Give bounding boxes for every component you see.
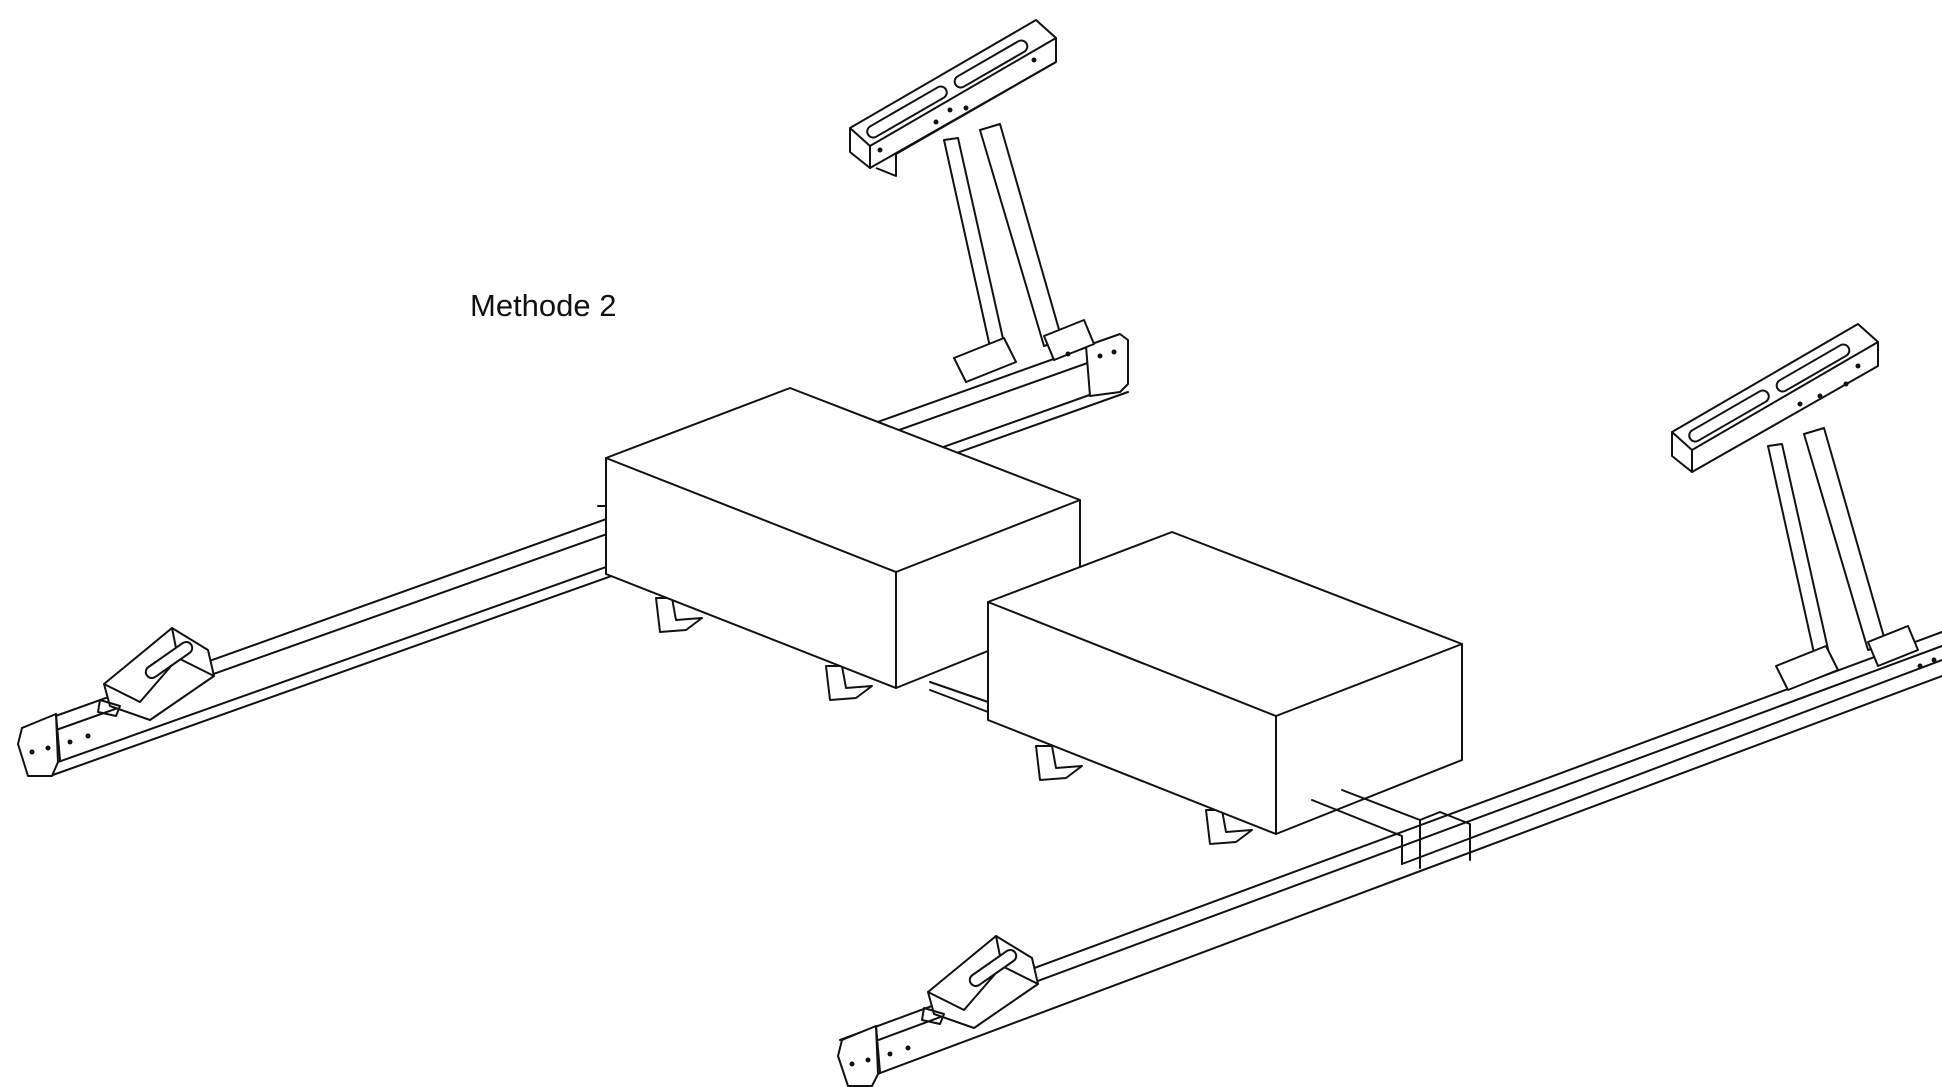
appliance-box-1 [597,387,1081,701]
appliance-box-2 [987,531,1463,845]
right-floor-foot-bracket [921,935,1039,1029]
left-wall-bracket [849,19,1095,383]
center-connecting-rail [929,681,1471,869]
method-label: Methode 2 [470,288,617,323]
left-floor-foot-bracket [97,627,215,721]
right-floor-rail [837,631,1942,1087]
right-wall-bracket [1671,323,1919,691]
